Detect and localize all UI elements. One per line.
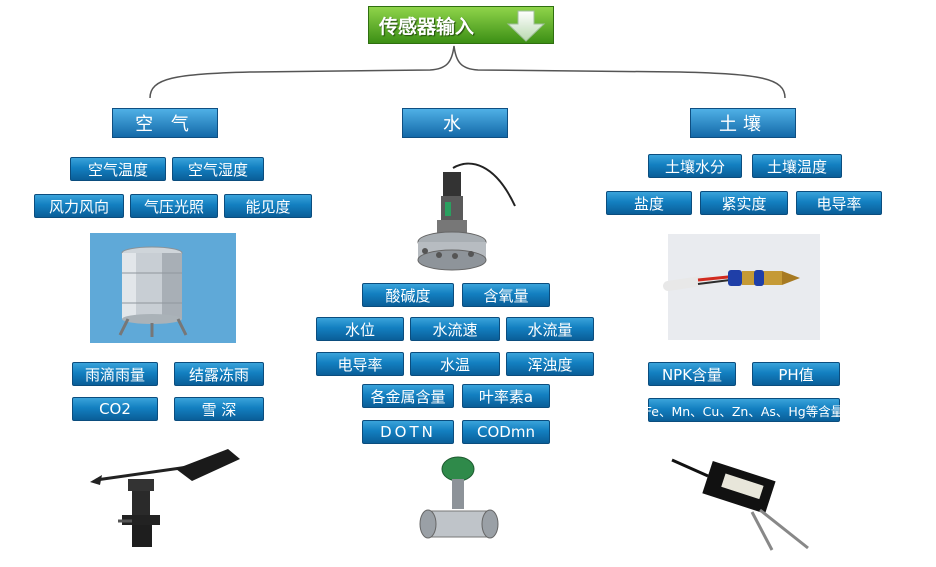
param-water-flow: 水流量 [506, 317, 594, 341]
param-compaction: 紧实度 [700, 191, 788, 215]
down-arrow-icon [506, 10, 546, 42]
section-air: 空 气 [112, 108, 218, 138]
soil-sensor-image [671, 458, 809, 551]
section-air-label: 空 气 [135, 114, 195, 135]
param-soil-moisture: 土壤水分 [648, 154, 742, 178]
section-soil: 土壤 [690, 108, 796, 138]
diagram-title: 传感器输入 [368, 6, 554, 44]
param-heavy-metals: Fe、Mn、Cu、Zn、As、Hg等含量 [645, 398, 843, 422]
param-water-level: 水位 [316, 317, 404, 341]
param-rain: 雨滴雨量 [72, 362, 158, 386]
param-air-temp: 空气温度 [70, 157, 166, 181]
param-salinity: 盐度 [606, 191, 692, 215]
soil-probe-image [663, 234, 820, 340]
param-chlorophyll: 叶率素a [462, 384, 550, 408]
param-soil-temp: 土壤温度 [752, 154, 842, 178]
title-text: 传感器输入 [379, 15, 475, 38]
water-probe-image [417, 162, 516, 271]
wind-vane-image [90, 449, 240, 547]
param-co2: CO2 [72, 397, 158, 421]
section-soil-label: 土壤 [719, 114, 767, 135]
section-water-label: 水 [443, 114, 467, 135]
flow-meter-image [419, 456, 499, 539]
param-metals: 各金属含量 [362, 384, 454, 408]
param-visibility: 能见度 [224, 194, 312, 218]
section-water: 水 [402, 108, 508, 138]
param-ph-value: PH值 [752, 362, 840, 386]
param-dotn: DOTN [362, 420, 454, 444]
param-water-temp: 水温 [410, 352, 500, 376]
param-water-conductivity: 电导率 [316, 352, 404, 376]
param-soil-conductivity: 电导率 [796, 191, 882, 215]
param-wind: 风力风向 [34, 194, 124, 218]
param-ph: 酸碱度 [362, 283, 454, 307]
param-air-humidity: 空气湿度 [172, 157, 264, 181]
rain-gauge-image [90, 233, 236, 343]
param-water-velocity: 水流速 [410, 317, 500, 341]
param-codmn: CODmn [462, 420, 550, 444]
param-oxygen: 含氧量 [462, 283, 550, 307]
param-pressure-light: 气压光照 [130, 194, 218, 218]
param-dew-frost: 结露冻雨 [174, 362, 264, 386]
param-snow-depth: 雪 深 [174, 397, 264, 421]
param-turbidity: 浑浊度 [506, 352, 594, 376]
param-npk: NPK含量 [648, 362, 736, 386]
